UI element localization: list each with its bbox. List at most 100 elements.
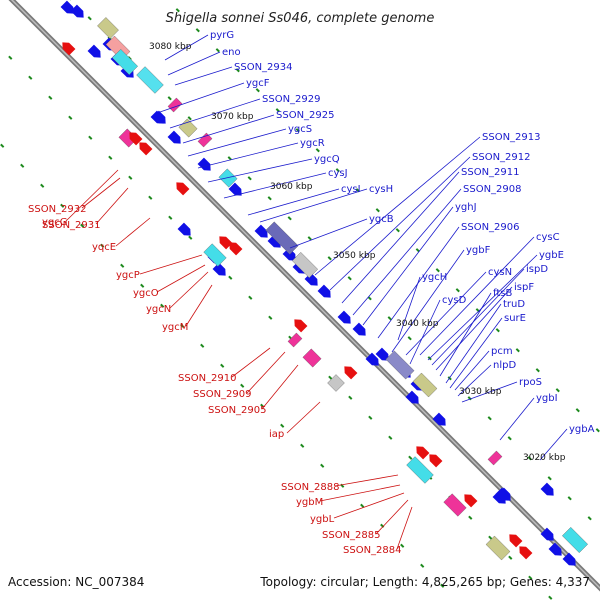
label-connector <box>539 428 568 461</box>
rna-block <box>406 456 434 484</box>
label-connector <box>334 474 399 487</box>
track-dot <box>327 256 332 261</box>
track-dot <box>88 135 93 140</box>
forward-gene-arrow <box>197 157 211 171</box>
gene-label: ygcM <box>162 322 188 333</box>
gene-label: nlpD <box>493 360 516 371</box>
track-dot <box>247 176 252 181</box>
label-connector <box>457 364 492 397</box>
label-connector <box>319 484 401 502</box>
reverse-gene-arrow <box>294 319 308 333</box>
forward-gene-arrow <box>60 0 74 14</box>
reverse-gene-arrow <box>416 446 430 460</box>
forward-gene-arrow <box>254 224 268 238</box>
track-dot <box>328 375 333 380</box>
forward-gene-arrow <box>540 482 554 496</box>
reverse-gene-arrow <box>429 454 443 468</box>
track-dot <box>555 388 560 393</box>
gene-label: ispD <box>526 264 548 275</box>
track-dot <box>315 148 320 153</box>
gene-features <box>60 0 589 566</box>
track-dot <box>407 336 412 341</box>
label-connector <box>231 347 271 378</box>
gene-label: SSON_2913 <box>482 132 541 143</box>
track-dot <box>507 436 512 441</box>
label-connector <box>95 187 129 225</box>
rna-block <box>443 493 467 517</box>
label-connector <box>156 264 206 293</box>
gene-label: ygcS <box>288 124 312 135</box>
track-dot <box>275 108 280 113</box>
label-connector <box>81 177 121 209</box>
track-dot <box>40 183 45 188</box>
track-dot <box>215 48 220 53</box>
forward-gene-arrow <box>152 110 166 124</box>
track-dot <box>420 563 425 568</box>
gene-label: SSON_2929 <box>262 94 321 105</box>
forward-gene-arrow <box>405 390 419 404</box>
label-connector <box>197 142 299 169</box>
gene-label: ispF <box>514 282 534 293</box>
forward-gene-arrow <box>337 310 351 324</box>
track-dot <box>267 196 272 201</box>
gene-label: SSON_2884 <box>343 545 402 556</box>
reverse-gene-arrow <box>519 546 533 560</box>
label-connector <box>164 34 209 61</box>
forward-gene-arrow <box>548 542 562 556</box>
gene-label: ygcQ <box>314 154 340 165</box>
track-dot <box>100 243 105 248</box>
track-dot <box>508 555 513 560</box>
gene-label: ygcR <box>300 138 325 149</box>
track-dot <box>307 236 312 241</box>
track-dot <box>255 88 260 93</box>
gene-label: SSON_2885 <box>322 530 381 541</box>
track-dot <box>240 383 245 388</box>
gene-label: ftsB <box>493 288 512 299</box>
track-dot <box>248 295 253 300</box>
gene-label: pcm <box>491 346 513 357</box>
label-connector <box>362 206 454 326</box>
label-connector <box>115 217 151 247</box>
forward-gene-arrow <box>228 182 242 196</box>
label-connector <box>185 284 213 327</box>
track-dot <box>320 463 325 468</box>
rna-block <box>302 348 322 368</box>
gene-label: cysJ <box>328 168 348 179</box>
label-connector <box>375 499 409 535</box>
label-connector <box>409 299 441 365</box>
track-dot <box>435 268 440 273</box>
track-dot <box>360 503 365 508</box>
forward-gene-arrow <box>540 527 554 541</box>
label-connector <box>169 271 209 309</box>
track-dot <box>300 443 305 448</box>
label-connector <box>461 381 518 403</box>
label-connector <box>435 286 513 371</box>
forward-gene-arrow <box>212 262 226 276</box>
track-dot <box>128 175 133 180</box>
rna-block <box>218 168 238 188</box>
reverse-gene-arrow <box>129 132 143 146</box>
track-dot <box>575 408 580 413</box>
label-connector <box>391 249 465 353</box>
track-dot <box>87 16 92 21</box>
rna-block <box>485 535 511 561</box>
track-dot <box>175 8 180 13</box>
track-dot <box>455 288 460 293</box>
gene-label: ygcG <box>42 217 68 228</box>
label-connector <box>223 172 327 199</box>
forward-gene-arrow <box>495 487 509 501</box>
rna-block <box>136 66 164 94</box>
label-connector <box>207 158 313 183</box>
gene-label: cysD <box>442 295 467 306</box>
track-dot <box>195 28 200 33</box>
gene-label: truD <box>503 299 525 310</box>
forward-gene-arrow <box>365 352 379 366</box>
track-dot <box>180 323 185 328</box>
label-connector <box>397 276 421 341</box>
track-dot <box>148 195 153 200</box>
label-connector <box>314 136 481 276</box>
rna-block <box>385 350 415 380</box>
small-feature <box>287 332 303 348</box>
